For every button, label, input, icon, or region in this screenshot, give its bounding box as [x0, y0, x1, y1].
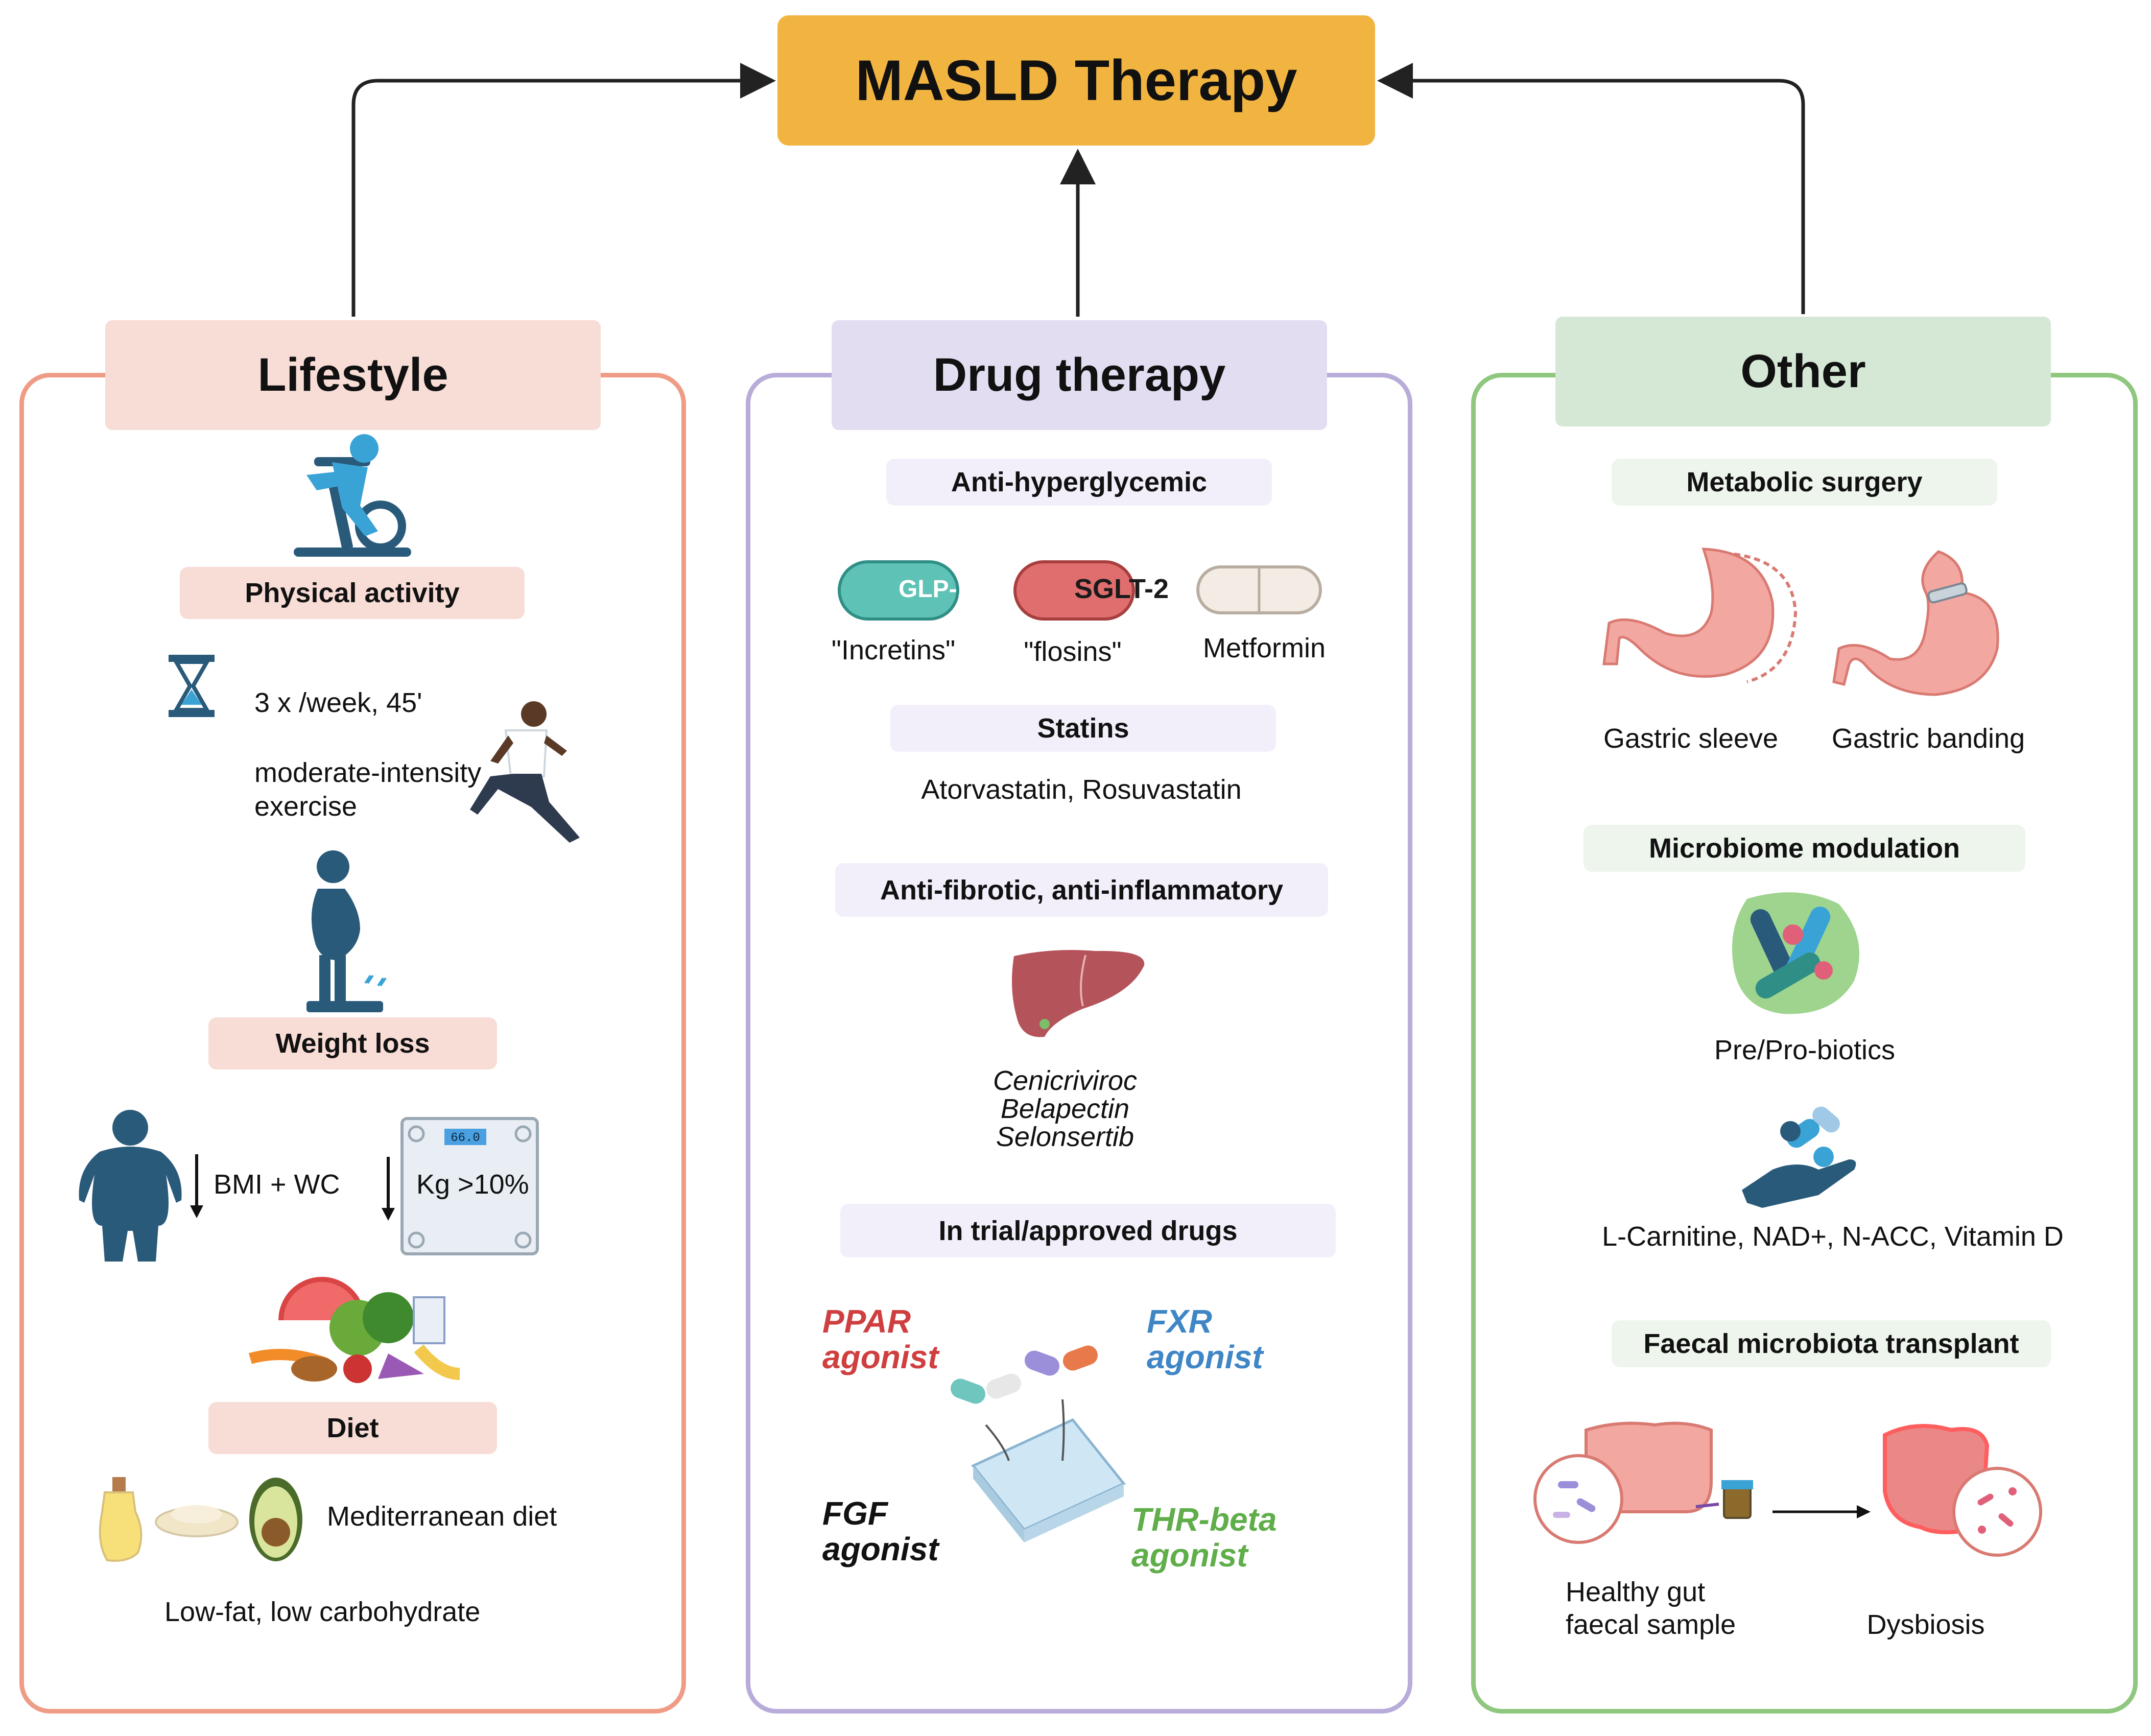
- weight-loss-label: Weight loss: [208, 1017, 497, 1069]
- metformin-pill-icon: [1196, 565, 1322, 614]
- sglt2-name: SGLT-2: [1074, 574, 1169, 604]
- selonsertib-text: Selonsertib: [996, 1122, 1134, 1152]
- physical-activity-label: Physical activity: [180, 567, 525, 619]
- mediterranean-diet-text: Mediterranean diet: [327, 1501, 557, 1532]
- fmt-label: Faecal microbiota transplant: [1612, 1320, 2051, 1367]
- statins-drugs: Atorvastatin, Rosuvastatin: [921, 774, 1242, 805]
- anti-fibrotic-label: Anti-fibrotic, anti-inflammatory: [835, 863, 1328, 917]
- lowfat-diet-text: Low-fat, low carbohydrate: [164, 1597, 481, 1627]
- hummus-icon: [155, 1505, 239, 1537]
- metabolic-surgery-label: Metabolic surgery: [1612, 459, 1997, 506]
- exercise-intensity: moderate-intensity exercise: [254, 757, 482, 822]
- scale-display: 66.0: [451, 1131, 480, 1145]
- gastric-banding-text: Gastric banding: [1831, 723, 2025, 754]
- exercise-frequency: 3 x /week, 45': [254, 687, 422, 718]
- sglt2-pill-icon: [1013, 560, 1135, 621]
- incretins-caption: "Incretins": [831, 635, 956, 665]
- avocado-icon: [249, 1478, 302, 1561]
- lifestyle-header: Lifestyle: [105, 320, 601, 430]
- bmi-wc-text: BMI + WC: [214, 1169, 340, 1200]
- supplements-text: L-Carnitine, NAD+, N-ACC, Vitamin D: [1602, 1221, 2064, 1252]
- cenicriviroc-text: Cenicriviroc: [992, 1065, 1138, 1096]
- ppar-agonist-text: PPAR agonist: [822, 1303, 939, 1375]
- belapectin-text: Belapectin: [1000, 1093, 1130, 1124]
- gastric-banding-icon: [1832, 550, 1999, 696]
- olive-oil-icon: [99, 1477, 143, 1562]
- dysbiosis-gut-icon: [1883, 1424, 2042, 1557]
- masld-therapy-title: MASLD Therapy: [777, 15, 1375, 146]
- glp1-name: GLP-1: [899, 576, 971, 603]
- dysbiosis-text: Dysbiosis: [1866, 1609, 1985, 1640]
- other-header: Other: [1555, 317, 2051, 426]
- flosins-caption: "flosins": [1024, 636, 1122, 667]
- thr-beta-agonist-text: THR-beta agonist: [1131, 1501, 1277, 1574]
- anti-hyperglycemic-label: Anti-hyperglycemic: [886, 459, 1272, 506]
- arrow-lifestyle-to-title: [351, 63, 776, 317]
- arrow-other-to-title: [1377, 63, 1805, 314]
- trial-drugs-label: In trial/approved drugs: [840, 1204, 1336, 1257]
- diet-label: Diet: [208, 1402, 497, 1454]
- fxr-agonist-text: FXR agonist: [1147, 1303, 1263, 1375]
- gastric-sleeve-icon: [1602, 548, 1798, 683]
- healthy-gut-icon: [1533, 1421, 1713, 1544]
- kg-loss-text: Kg >10%: [416, 1169, 529, 1200]
- probiotics-text: Pre/Pro-biotics: [1714, 1035, 1896, 1065]
- sample-jar-icon: [1723, 1485, 1752, 1519]
- gastric-sleeve-text: Gastric sleeve: [1603, 723, 1779, 754]
- statins-label: Statins: [890, 705, 1276, 752]
- fmt-arrow-icon: [1857, 1505, 1871, 1518]
- metformin-caption: Metformin: [1202, 633, 1326, 663]
- glp1-pill-icon: [838, 560, 959, 621]
- healthy-gut-text: Healthy gut faecal sample: [1566, 1577, 1736, 1640]
- microbiome-modulation-label: Microbiome modulation: [1583, 825, 2025, 872]
- fgf-agonist-text: FGF agonist: [822, 1495, 939, 1567]
- drug-therapy-header: Drug therapy: [832, 320, 1327, 430]
